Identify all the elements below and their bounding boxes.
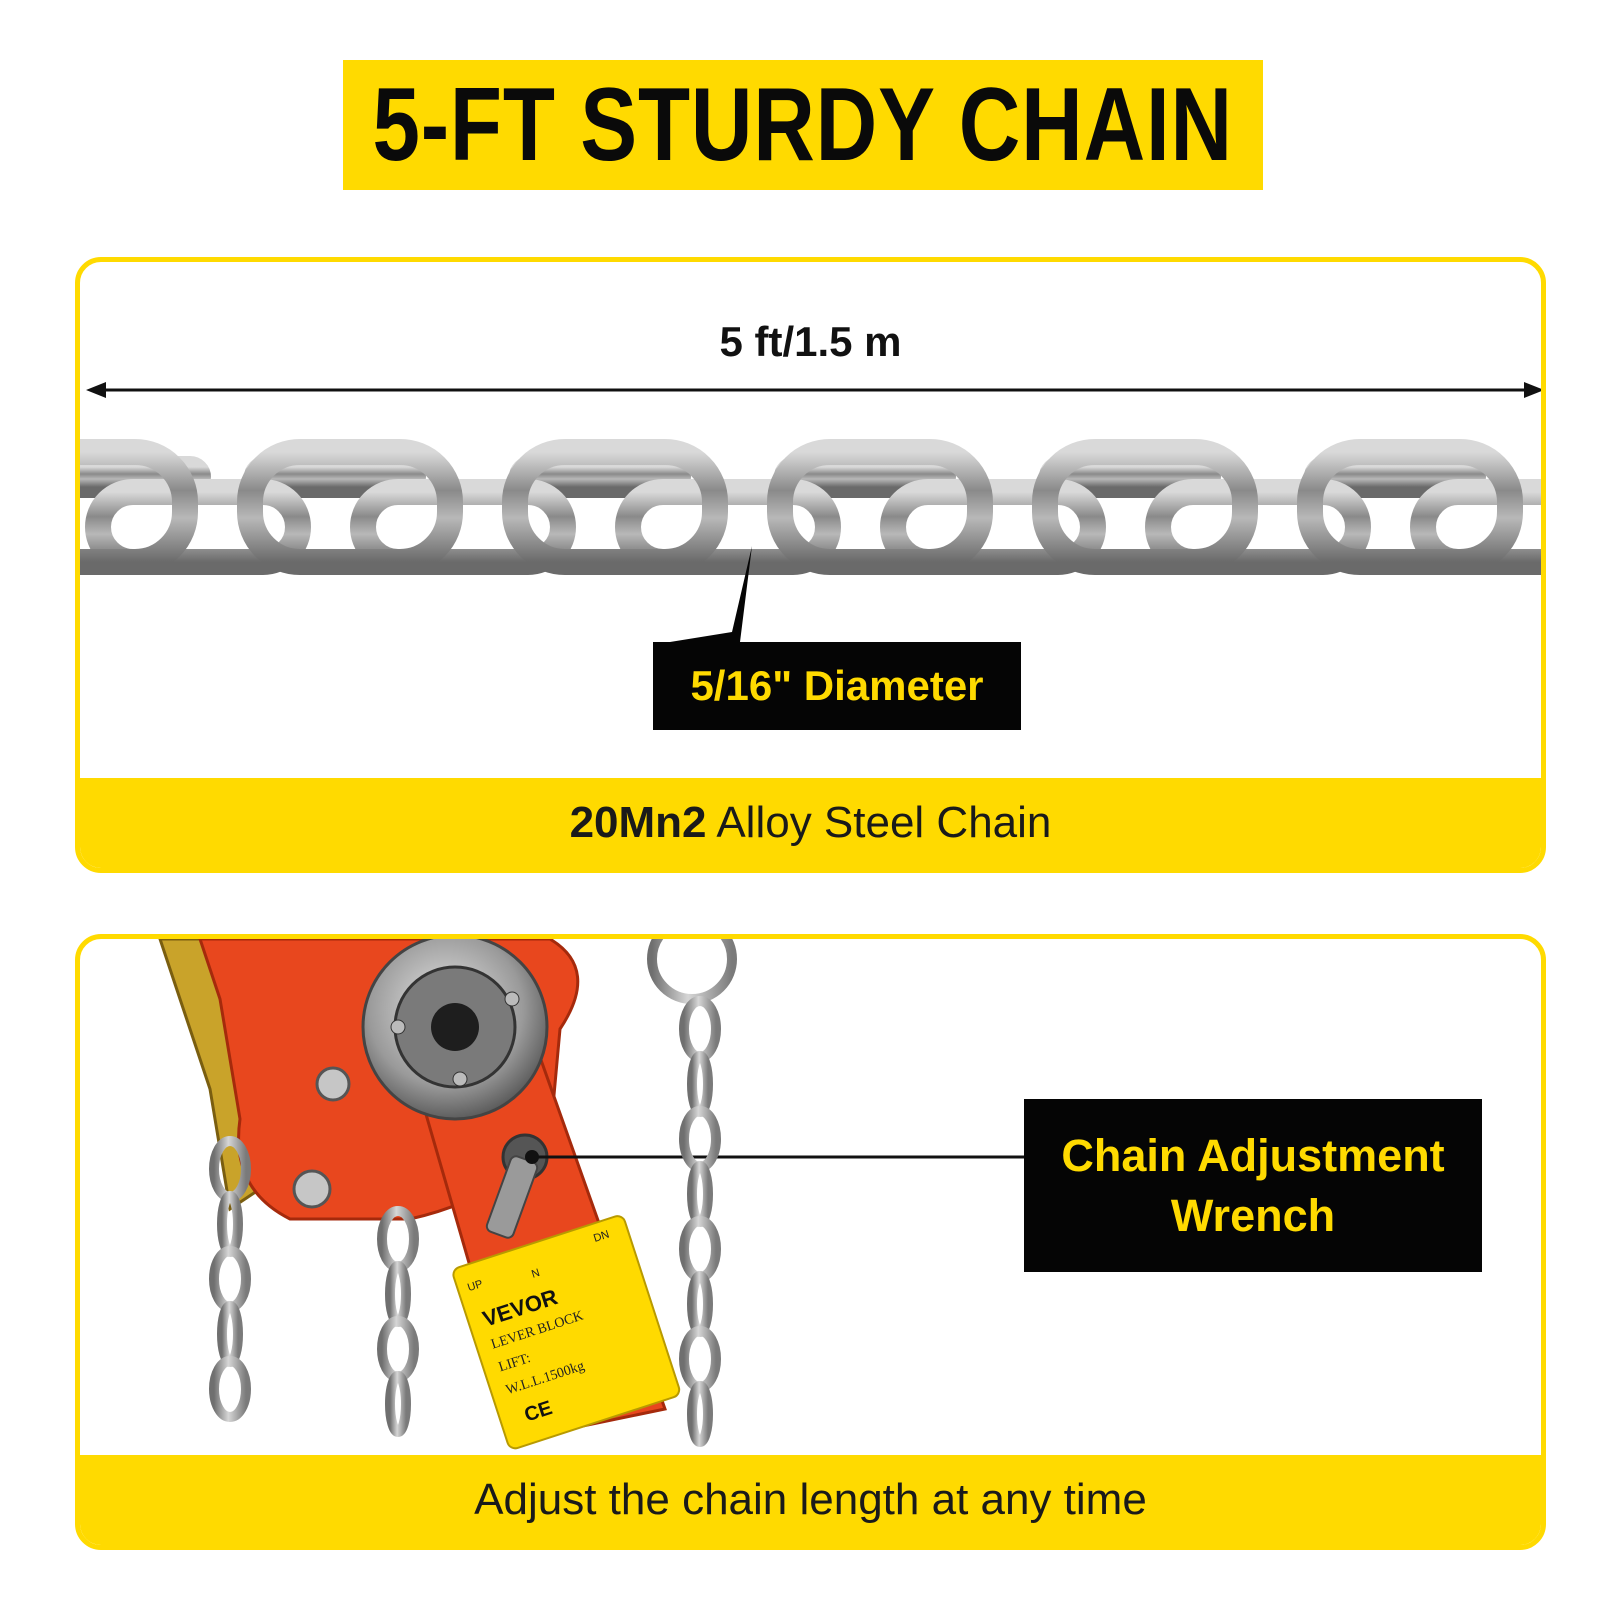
length-label: 5 ft/1.5 m: [719, 318, 902, 365]
hanging-chains: [209, 939, 737, 1447]
label-up-text: UP: [466, 1278, 484, 1294]
hand-knob: [361, 939, 549, 1121]
wrench-callout: Chain Adjustment Wrench: [1024, 1099, 1482, 1272]
dimension-arrow: [86, 382, 1541, 398]
adjust-bar: Adjust the chain length at any time: [80, 1455, 1541, 1545]
material-description: Alloy Steel Chain: [706, 798, 1052, 847]
label-dn-text: DN: [592, 1228, 611, 1244]
hoist-panel: UP N DN VEVOR LEVER BLOCK LIFT: W.L.L.15…: [75, 934, 1546, 1550]
bolt: [315, 1066, 351, 1102]
lever-hoist-illustration: UP N DN VEVOR LEVER BLOCK LIFT: W.L.L.15…: [158, 939, 1024, 1450]
diameter-callout: 5/16" Diameter: [653, 642, 1021, 730]
label-n-text: N: [530, 1267, 541, 1281]
adjust-text: Adjust the chain length at any time: [474, 1475, 1147, 1524]
hoist-label: UP N DN VEVOR LEVER BLOCK LIFT: W.L.L.15…: [452, 1215, 681, 1450]
chain-illustration: [80, 382, 1541, 642]
chain-length-panel: 5 ft/1.5 m: [75, 257, 1546, 873]
title-banner: 5-FT STURDY CHAIN: [343, 60, 1263, 190]
wrench-callout-dot: [525, 1150, 539, 1164]
wrench-callout-line2: Wrench: [1170, 1189, 1336, 1241]
material-bar: 20Mn2 Alloy Steel Chain: [80, 778, 1541, 868]
chain-upright-links: [80, 439, 1523, 575]
bolt: [292, 1169, 332, 1209]
title-text: 5-FT STURDY CHAIN: [372, 66, 1234, 183]
material-grade: 20Mn2: [569, 798, 707, 847]
wrench-callout-line1: Chain Adjustment: [1061, 1129, 1445, 1181]
chain-flat-links: [85, 479, 1541, 575]
material-text: 20Mn2 Alloy Steel Chain: [570, 798, 1052, 848]
